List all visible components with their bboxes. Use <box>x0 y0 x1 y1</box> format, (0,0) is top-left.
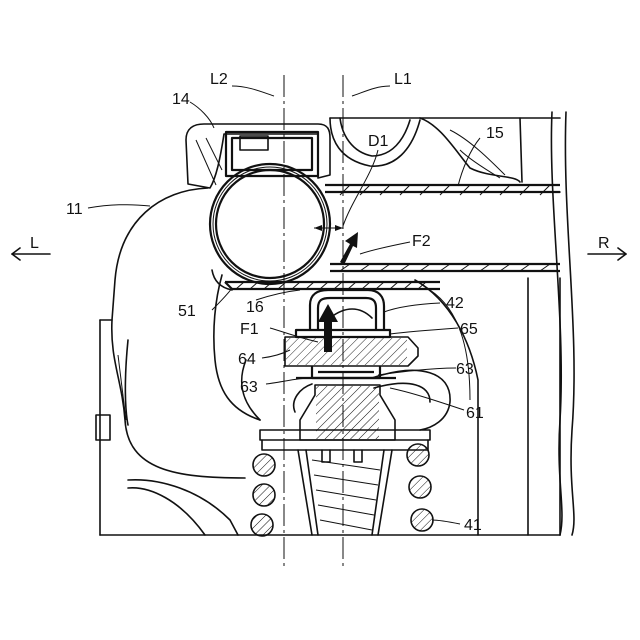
label-63-right: 63 <box>456 361 474 378</box>
right-housing <box>330 112 574 535</box>
label-63-left: 63 <box>240 379 258 396</box>
spring-41 <box>251 444 433 536</box>
label-65: 65 <box>460 321 478 338</box>
label-41: 41 <box>464 517 482 534</box>
centerlines <box>284 75 343 570</box>
label-l2: L2 <box>210 71 228 88</box>
label-dir-l: L <box>30 235 39 252</box>
label-42: 42 <box>446 295 464 312</box>
label-51: 51 <box>178 303 196 320</box>
round-pipe <box>210 164 330 284</box>
cap-42 <box>310 290 384 330</box>
label-64: 64 <box>238 351 256 368</box>
disc-64 <box>285 337 418 366</box>
damper-rubber <box>298 450 392 535</box>
label-l1: L1 <box>394 71 412 88</box>
label-14: 14 <box>172 91 190 108</box>
label-d1: D1 <box>368 133 389 150</box>
label-f2: F2 <box>412 233 431 250</box>
label-f1: F1 <box>240 321 259 338</box>
label-61: 61 <box>466 405 484 422</box>
label-dir-r: R <box>598 235 610 252</box>
label-16: 16 <box>246 299 264 316</box>
spring-seats-63 <box>296 366 396 378</box>
upper-pipe-15 <box>325 185 560 271</box>
label-11: 11 <box>66 201 83 218</box>
shock-mount <box>260 385 430 450</box>
label-15: 15 <box>486 125 504 142</box>
